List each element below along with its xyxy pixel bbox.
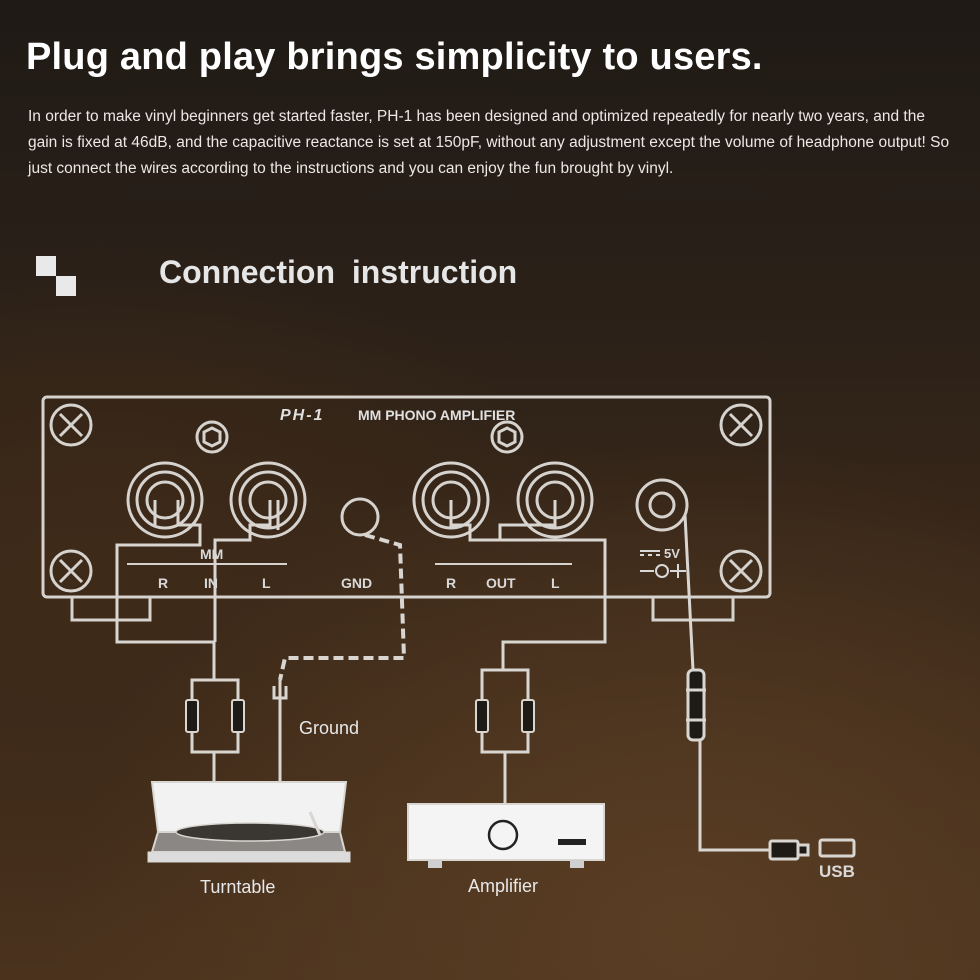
section-squares-icon (36, 256, 80, 300)
power-label: 5V (664, 546, 680, 561)
rca-plug-icon (521, 699, 535, 733)
gnd-terminal (340, 497, 380, 537)
dc-power-jack (635, 478, 689, 532)
device-foot-left (70, 597, 152, 622)
device-panel (41, 395, 772, 599)
input-r-label: R (158, 575, 168, 591)
device-name: MM PHONO AMPLIFIER (358, 407, 515, 423)
ground-spade-icon (272, 686, 288, 700)
hex-bolt-icon (490, 420, 524, 454)
intro-paragraph: In order to make vinyl beginners get sta… (28, 108, 950, 177)
rca-jack-output-l (516, 461, 594, 539)
output-cable-r (480, 732, 507, 804)
connection-diagram: PH-1 MM PHONO AMPLIFIER (41, 395, 856, 897)
rca-plug-icon (475, 699, 489, 733)
input-group-label: MM (200, 546, 223, 562)
section-title: Connection instruction (159, 254, 518, 290)
output-cable-l (505, 732, 530, 754)
dc-polarity-icon (640, 550, 686, 578)
device-foot-right (651, 597, 735, 622)
turntable-icon (147, 781, 351, 863)
rca-plug-icon (185, 699, 199, 733)
output-label: OUT (486, 575, 516, 591)
rca-jack-output-r (412, 461, 490, 539)
input-l-label: L (262, 575, 271, 591)
output-r-label: R (446, 575, 456, 591)
rca-jack-input-l (229, 461, 307, 539)
usb-plug-icon (768, 839, 800, 861)
rca-plug-icon (231, 699, 245, 733)
ground-wire (278, 533, 407, 681)
usb-cable (683, 514, 770, 852)
gnd-label: GND (341, 575, 372, 591)
input-cable-l (214, 732, 240, 754)
headline: Plug and play brings simplicity to users… (26, 36, 763, 78)
device-model: PH-1 (280, 407, 324, 424)
usb-port-icon (818, 838, 856, 858)
input-cable-r (190, 732, 216, 782)
usb-label: USB (819, 862, 855, 881)
hex-bolt-icon (195, 420, 229, 454)
screw-icon (49, 403, 763, 593)
output-l-label: L (551, 575, 560, 591)
amplifier-icon (407, 803, 605, 868)
amplifier-label: Amplifier (468, 876, 538, 896)
rca-jack-input-r (126, 461, 204, 539)
ground-label: Ground (299, 718, 359, 738)
turntable-label: Turntable (200, 877, 275, 897)
